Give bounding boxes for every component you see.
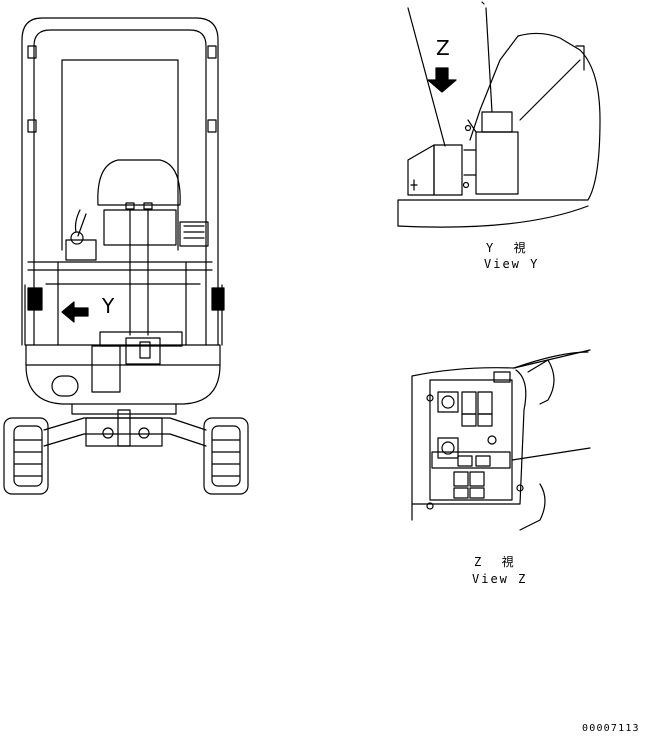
- view-y-detail: [397, 1, 601, 228]
- control-boxes: [407, 111, 519, 196]
- leader-line-2: [485, 7, 493, 113]
- leader-line-3: [511, 447, 591, 461]
- view-z-caption-jp: Z 視: [474, 555, 516, 569]
- view-z-caption-en: View Z: [472, 572, 528, 586]
- left-track: [3, 417, 49, 495]
- view-z-detail: [411, 349, 591, 531]
- view-y-arrow-label: Y: [102, 294, 115, 318]
- tail-lamps: [24, 284, 225, 346]
- view-y-caption-jp: Y 視: [486, 241, 528, 255]
- right-track: [203, 417, 249, 495]
- machine-rear-view: [3, 17, 249, 495]
- view-z-arrow: [427, 67, 457, 93]
- canopy-frame: [21, 17, 219, 346]
- counterweight: [25, 331, 221, 405]
- cover-outline: [397, 32, 601, 227]
- view-y-arrow: [61, 301, 89, 323]
- fuse-relay-panel: [426, 371, 524, 510]
- view-z-arrow-label: Z: [436, 36, 450, 60]
- control-levers: [65, 202, 209, 336]
- undercarriage: [43, 403, 207, 447]
- leader-line-1: [407, 7, 446, 147]
- panel-outline: [411, 349, 591, 521]
- cross-bars: [27, 261, 213, 346]
- drawing-number: 00007113: [582, 723, 640, 734]
- operator-seat: [97, 159, 181, 246]
- view-y-caption-en: View Y: [484, 257, 540, 271]
